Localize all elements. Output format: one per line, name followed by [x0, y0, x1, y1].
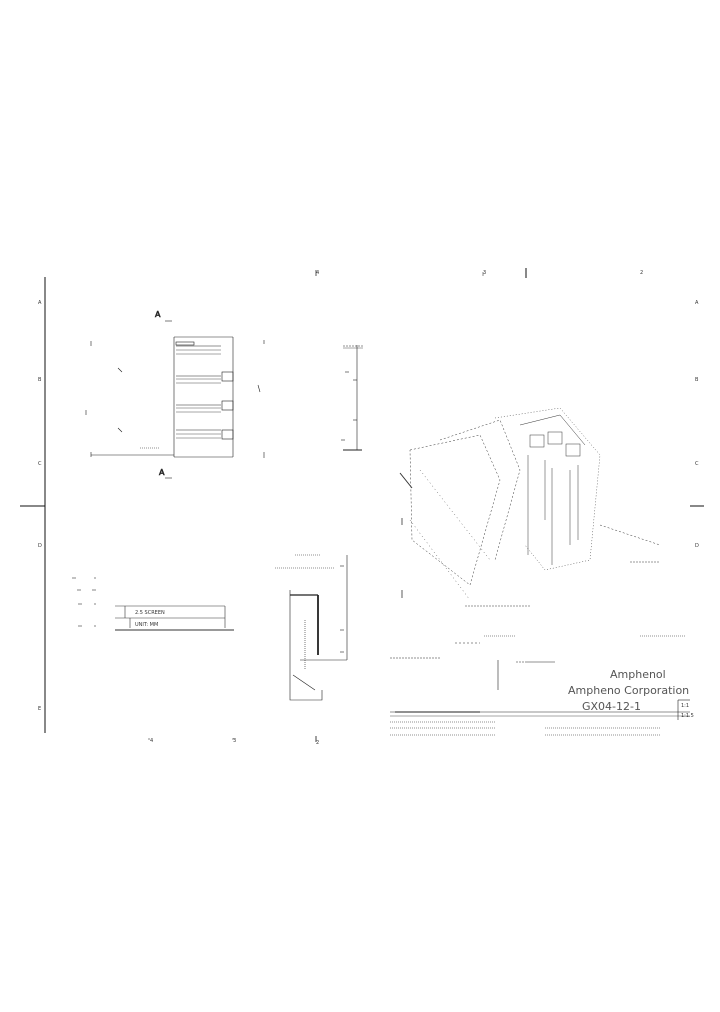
small-field: 1:1.5 — [681, 713, 694, 719]
section-marker-a-bottom: A — [159, 468, 165, 477]
zone-left-label: B — [38, 377, 42, 383]
zone-bottom-label: 2 — [316, 740, 319, 746]
zone-right-label: B — [695, 377, 699, 383]
section-marker-a-top: A — [155, 310, 161, 319]
zone-top-label: 3 — [483, 270, 486, 276]
drawing-title: Ampheno Corporation — [568, 684, 689, 697]
zone-left-label: C — [38, 461, 42, 467]
title-block — [390, 635, 690, 736]
strip-label-1: 2.5 SCREEN — [135, 610, 165, 616]
company-name: Amphenol — [610, 668, 666, 681]
zone-right-label: D — [695, 543, 699, 549]
zone-labels: 4 3 2 4 3 2 A B C D E A B C D — [38, 270, 699, 746]
front-view: A A — [85, 310, 265, 479]
zone-top-label: 2 — [640, 270, 643, 276]
strip-label-2: UNIT: MM — [135, 622, 158, 628]
sheet-border — [20, 268, 704, 742]
pin-strip-view — [72, 577, 234, 631]
scale-value: 1:1 — [681, 703, 689, 709]
zone-right-label: A — [695, 300, 699, 306]
side-view — [341, 345, 363, 451]
zone-bottom-label: 3 — [233, 738, 236, 744]
part-number: GX04-12-1 — [582, 700, 641, 713]
section-detail-view — [275, 554, 348, 701]
zone-left-label: E — [38, 706, 41, 712]
zone-bottom-label: 4 — [150, 738, 153, 744]
zone-left-label: A — [38, 300, 42, 306]
zone-right-label: C — [695, 461, 699, 467]
zone-top-label: 4 — [316, 270, 319, 276]
zone-left-label: D — [38, 543, 42, 549]
isometric-view — [399, 407, 661, 607]
